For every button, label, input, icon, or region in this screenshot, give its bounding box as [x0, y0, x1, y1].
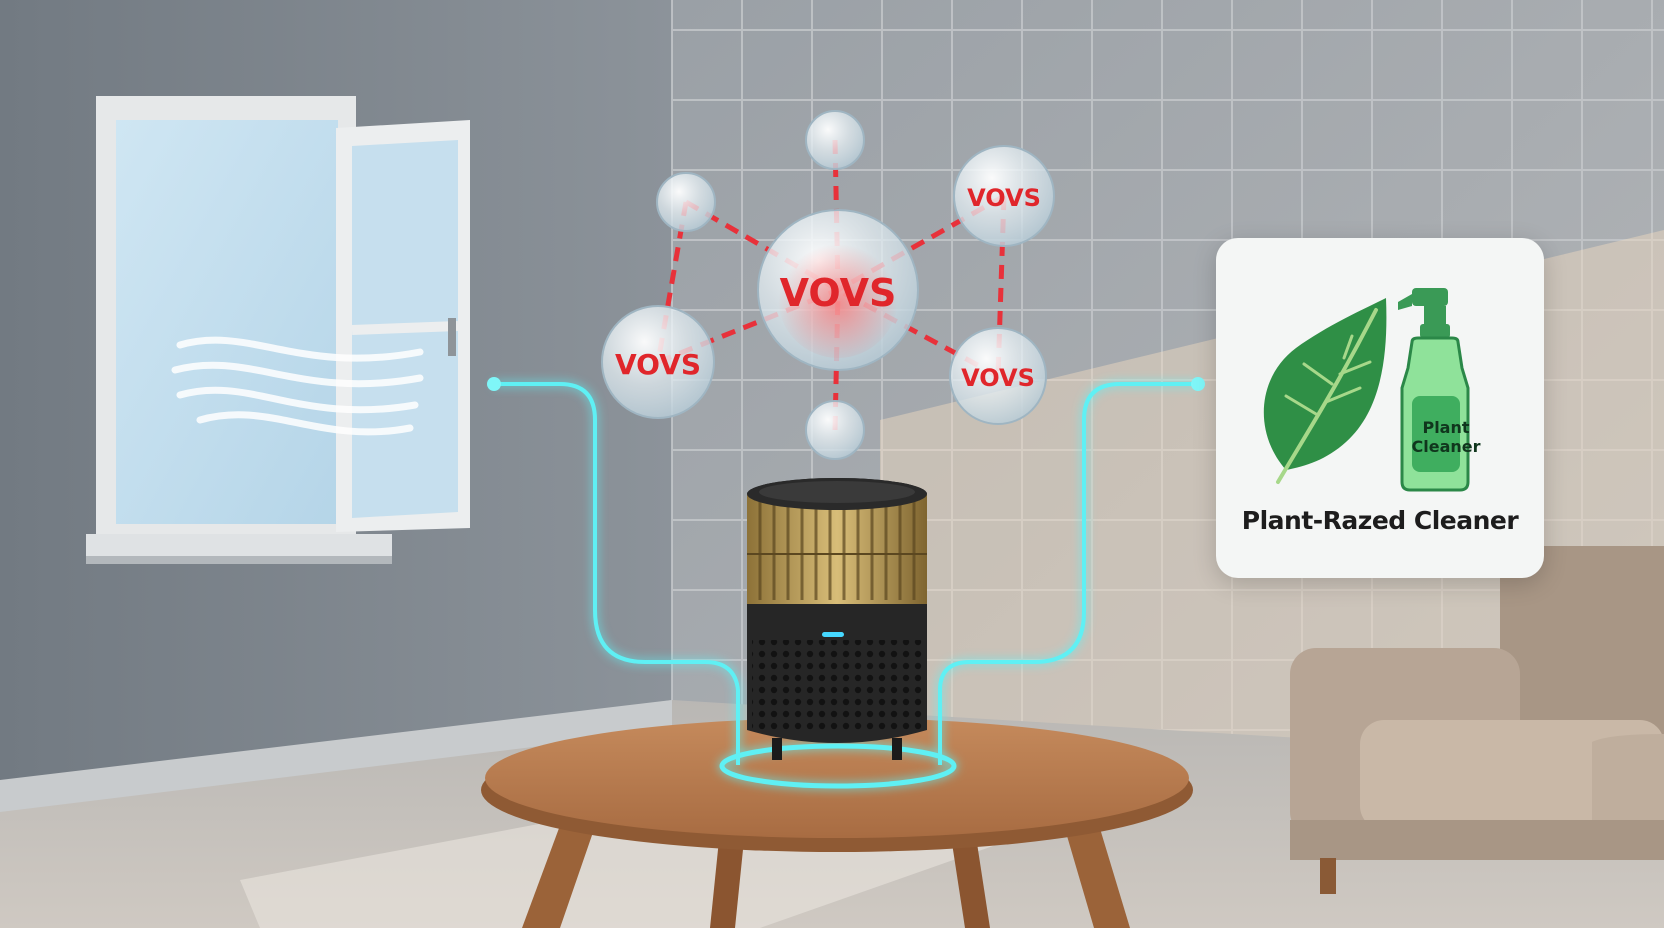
plant-cleaner-card: Plant Cleaner Plant-Razed Cleaner — [1216, 238, 1544, 578]
bottle-label: Plant Cleaner — [1394, 418, 1498, 456]
voc-label-right: VOVS — [961, 364, 1035, 392]
glow-connection-lines — [494, 382, 1198, 789]
wooden-table — [481, 718, 1193, 928]
airflow-lines — [171, 336, 424, 436]
air-purifier — [747, 478, 927, 760]
card-illustration — [1263, 288, 1470, 492]
bottle-label-line1: Plant — [1422, 418, 1470, 437]
connector-dot-right — [1191, 377, 1205, 391]
bottle-label-line2: Cleaner — [1411, 437, 1481, 456]
sofa — [1290, 546, 1664, 894]
spray-bottle-icon — [1398, 288, 1470, 492]
card-caption: Plant-Razed Cleaner — [1241, 506, 1519, 535]
molecule-bubbles — [601, 110, 1055, 460]
connector-dot-left — [487, 377, 501, 391]
open-window — [86, 96, 470, 564]
voc-label-center: VOVS — [780, 271, 897, 315]
voc-label-left: VOVS — [615, 348, 701, 381]
leaf-icon — [1263, 298, 1387, 484]
voc-label-top-right: VOVS — [967, 184, 1041, 212]
